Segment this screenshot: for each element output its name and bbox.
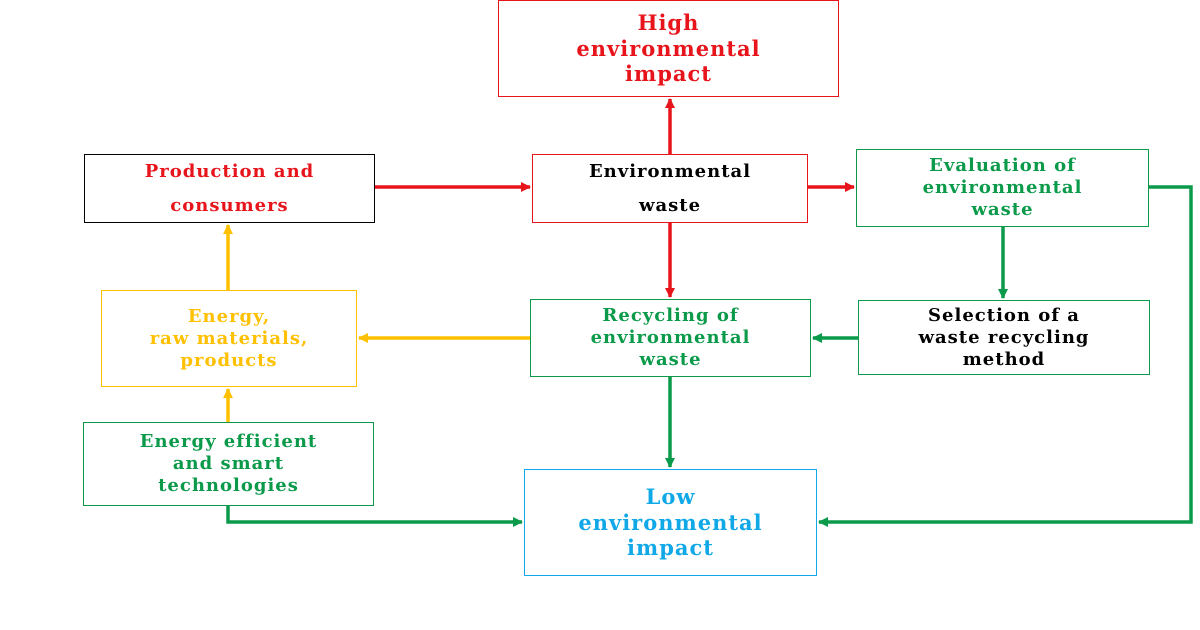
- node-energy-efficient-smart-technologies: Energy efficient and smart technologies: [83, 422, 374, 506]
- node-label-low-impact: Low environmental impact: [578, 484, 763, 561]
- node-label-recycling: Recycling of environmental waste: [590, 305, 751, 370]
- node-label-smart-tech: Energy efficient and smart technologies: [139, 431, 318, 496]
- node-label-evaluation: Evaluation of environmental waste: [922, 155, 1083, 220]
- node-production-and-consumers: Production and consumers: [84, 154, 375, 223]
- arrow-smart-tech-to-low-impact: [226, 506, 523, 527]
- node-label-selection: Selection of a waste recycling method: [918, 304, 1090, 370]
- node-label-high-impact: High environmental impact: [576, 10, 761, 87]
- node-high-environmental-impact: High environmental impact: [498, 0, 839, 97]
- arrow-evaluation-to-low-impact: [818, 185, 1193, 527]
- node-environmental-waste: Environmental waste: [532, 154, 808, 223]
- node-label-energy-materials: Energy, raw materials, products: [149, 305, 309, 371]
- node-evaluation-of-environmental-waste: Evaluation of environmental waste: [856, 149, 1149, 227]
- node-label-env-waste: Environmental waste: [588, 160, 752, 216]
- node-selection-of-recycling-method: Selection of a waste recycling method: [858, 300, 1150, 375]
- node-low-environmental-impact: Low environmental impact: [524, 469, 817, 576]
- node-label-production: Production and consumers: [144, 160, 315, 216]
- node-recycling-of-environmental-waste: Recycling of environmental waste: [530, 299, 811, 377]
- node-energy-raw-materials-products: Energy, raw materials, products: [101, 290, 357, 387]
